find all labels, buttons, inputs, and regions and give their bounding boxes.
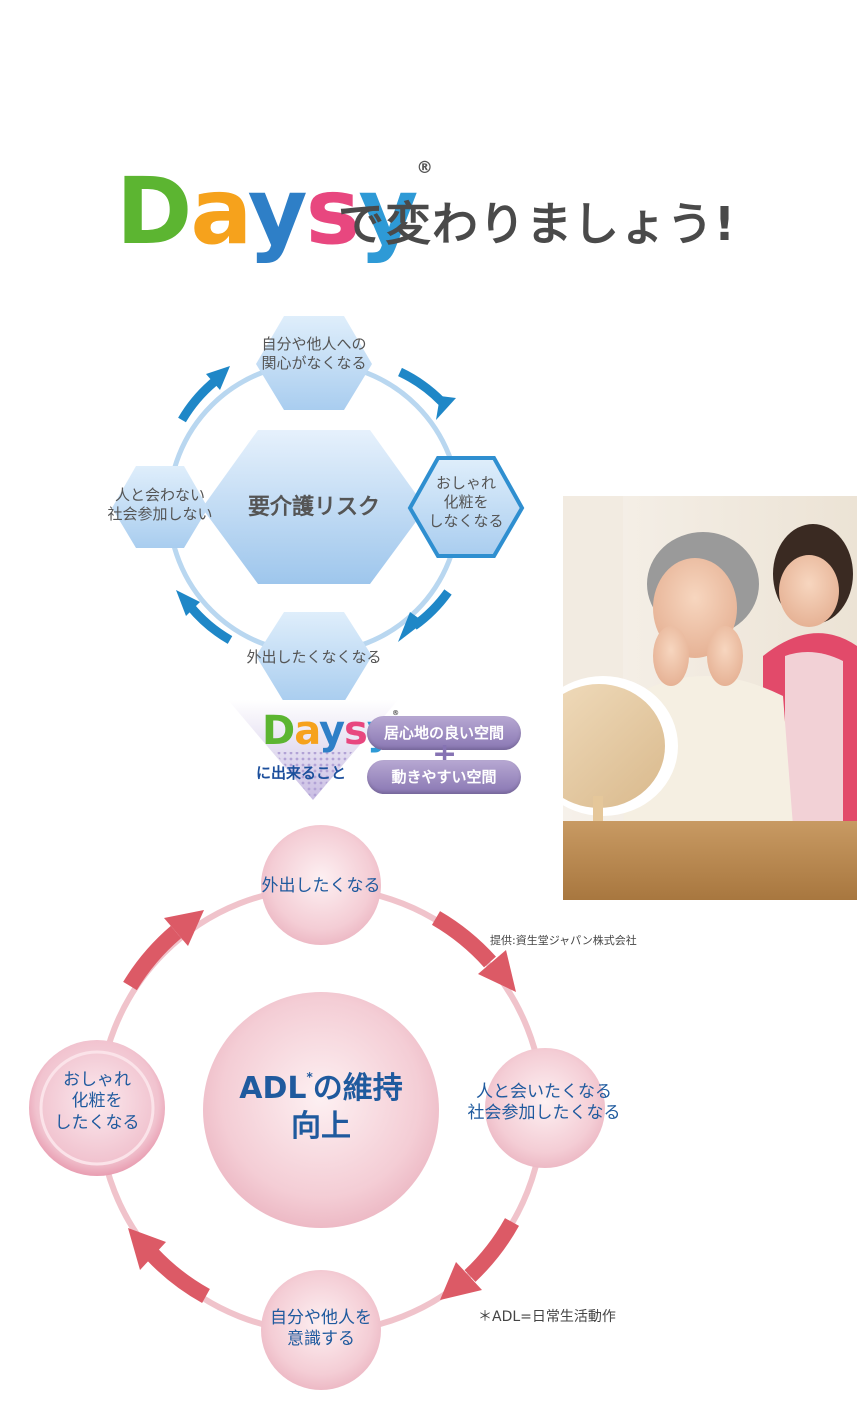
adl-center-text: の維持 — [312, 1071, 403, 1106]
logo-letter: s — [305, 158, 361, 265]
adl-center-line-1: ADL*の維持 — [201, 1070, 441, 1108]
adl-center-mark: * — [306, 1070, 313, 1084]
risk-hex-center — [202, 430, 426, 584]
photo-illustration — [563, 496, 857, 900]
risk-hex-bottom — [256, 612, 372, 702]
registered-mark: ® — [416, 158, 433, 177]
registered-mark: ® — [391, 708, 400, 717]
logo-letter: y — [247, 158, 308, 265]
adl-circle-bottom — [261, 1270, 381, 1390]
photo-credit: 提供:資生堂ジャパン株式会社 — [490, 934, 637, 947]
adl-circle-top — [261, 825, 381, 945]
adl-label-right-line: 社会参加したくなる — [467, 1103, 621, 1124]
risk-label-right-line: しなくなる — [428, 511, 504, 530]
risk-label-center: 要介護リスク — [247, 495, 380, 520]
risk-hex-right — [407, 456, 525, 558]
adl-arrow-bottom-left — [128, 1228, 210, 1303]
adl-label-left: おしゃれ 化粧を したくなる — [37, 1070, 157, 1134]
risk-label-bottom: 外出したくなくなる — [246, 648, 382, 666]
adl-circle-left — [29, 1040, 165, 1176]
logo-letter: y — [318, 708, 345, 754]
risk-arrow-bottom-right — [398, 589, 452, 642]
adl-arrow-bottom-right — [440, 1218, 519, 1300]
adl-definition-note: ＊ADL=日常生活動作 — [478, 1309, 616, 1325]
risk-hex-top — [256, 316, 372, 410]
logo-letter: a — [190, 158, 249, 265]
risk-label-top-line: 関心がなくなる — [261, 353, 367, 372]
risk-arrow-bottom-left — [176, 590, 233, 644]
adl-label-center: ADL*の維持 向上 — [201, 1070, 441, 1145]
risk-hex-left — [112, 466, 208, 548]
funnel-dots — [274, 752, 352, 800]
logo-letter: a — [294, 708, 320, 754]
hero-title: Daysy® で変わりましょう! — [116, 158, 796, 280]
adl-label-right: 人と会いたくなる 社会参加したくなる — [444, 1082, 644, 1125]
risk-arrow-top-left — [178, 366, 230, 423]
adl-label-left-line: 化粧を — [71, 1091, 123, 1112]
risk-label-left-line: 人と会わない — [114, 486, 205, 504]
adl-label-left-line: おしゃれ — [63, 1070, 131, 1090]
photo-elderly-woman-makeup — [563, 496, 857, 900]
daysy-logo: Daysy® — [116, 158, 433, 265]
risk-arrow-top-right — [398, 367, 456, 420]
risk-label-left: 人と会わない 社会参加しない — [90, 486, 230, 524]
adl-center-abbr: ADL — [239, 1071, 307, 1106]
risk-label-right-line: 化粧を — [443, 492, 489, 511]
daysy-small-logo: Daysy® — [262, 708, 399, 754]
funnel-triangle — [228, 700, 398, 800]
risk-label-left-line: 社会参加しない — [107, 504, 213, 523]
adl-label-top: 外出したくなる — [261, 876, 381, 896]
adl-circle-left-inner — [39, 1050, 155, 1166]
adl-arrow-top-left — [123, 910, 204, 991]
logo-letter: s — [344, 708, 368, 754]
pill-comfortable-space: 居心地の良い空間 — [367, 716, 521, 750]
adl-center-line-2: 向上 — [291, 1108, 351, 1144]
risk-label-top: 自分や他人への 関心がなくなる — [234, 335, 394, 373]
adl-arrow-top-right — [431, 911, 516, 992]
adl-label-bottom-line: 意識する — [287, 1329, 355, 1350]
logo-letter: y — [358, 158, 418, 265]
adl-label-left-line: したくなる — [54, 1112, 140, 1133]
risk-label-right-line: おしゃれ — [435, 474, 496, 492]
pill-easy-movement-space: 動きやすい空間 — [367, 760, 521, 794]
adl-label-bottom: 自分や他人を 意識する — [231, 1308, 411, 1351]
adl-label-right-line: 人と会いたくなる — [476, 1082, 612, 1102]
risk-label-top-line: 自分や他人への — [261, 335, 367, 353]
adl-circle-center — [203, 992, 439, 1228]
adl-circle-right — [485, 1048, 605, 1168]
adl-label-bottom-line: 自分や他人を — [270, 1308, 372, 1328]
risk-label-right: おしゃれ 化粧を しなくなる — [416, 474, 516, 530]
tagline: で変わりましょう! — [338, 197, 736, 251]
logo-letter: D — [116, 158, 192, 265]
daysy-can-do-caption: に出来ること — [256, 764, 347, 782]
logo-letter: D — [262, 708, 295, 754]
